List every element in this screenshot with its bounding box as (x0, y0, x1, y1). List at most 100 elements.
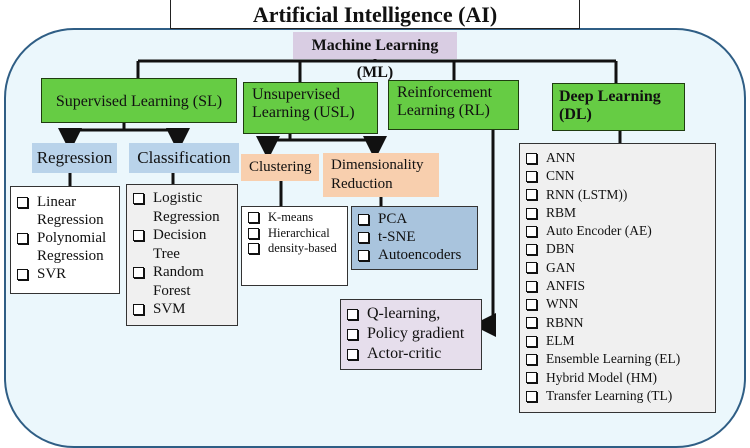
checkbox-bullet-icon (526, 225, 537, 237)
list-item: density-based (246, 241, 343, 257)
unsupervised-label-line1: Unsupervised (252, 86, 340, 103)
list-item: ELM (524, 332, 711, 350)
checkbox-bullet-icon (347, 308, 358, 320)
dimensionality-list-box: PCA t-SNE Autoencoders (351, 206, 478, 270)
list-item: Polynomial Regression (15, 229, 115, 265)
list-item-label: RNN (LSTM)) (546, 186, 628, 202)
deep-learning-label-line1: Deep Learning (559, 88, 661, 105)
list-item-label: Auto Encoder (AE) (546, 223, 652, 239)
list-item: WNN (524, 295, 711, 313)
list-item-label: Autoencoders (378, 247, 462, 263)
list-item: Auto Encoder (AE) (524, 222, 711, 240)
list-item-label: RBM (546, 204, 577, 220)
list-item: Random Forest (131, 263, 233, 300)
checkbox-bullet-icon (526, 299, 537, 311)
checkbox-bullet-icon (248, 227, 259, 239)
list-item-label: ANFIS (546, 278, 586, 294)
deep-learning-list-box: ANN CNN RNN (LSTM)) RBM Auto Encoder (AE) DBN… (519, 143, 716, 413)
checkbox-bullet-icon (248, 243, 259, 255)
list-item: RBM (524, 204, 711, 222)
list-item: ANFIS (524, 277, 711, 295)
list-item-label: Actor-critic (367, 345, 442, 362)
list-item-label: density-based (268, 241, 337, 255)
list-item: Q-learning, (345, 304, 477, 324)
checkbox-bullet-icon (358, 231, 369, 243)
checkbox-bullet-icon (526, 262, 537, 274)
list-item-label: SVM (153, 301, 186, 317)
classification-label: Classification (129, 143, 239, 173)
checkbox-bullet-icon (526, 170, 537, 182)
list-item-label: ANN (546, 150, 576, 165)
list-item: Policy gradient (345, 324, 477, 344)
clustering-label: Clustering (241, 154, 319, 181)
list-item: Hierarchical (246, 226, 343, 242)
list-item-label: Q-learning, (367, 305, 441, 322)
list-item: GAN (524, 259, 711, 277)
list-item-label: ELM (546, 332, 575, 348)
deep-learning-list: ANN CNN RNN (LSTM)) RBM Auto Encoder (AE) DBN… (524, 149, 711, 405)
deep-learning-label-line2: (DL) (559, 106, 592, 123)
list-item: SVR (15, 265, 115, 283)
list-item: RBNN (524, 314, 711, 332)
list-item-label: Transfer Learning (TL) (546, 387, 673, 403)
list-item-label: SVR (37, 266, 67, 282)
regression-label: Regression (32, 143, 117, 173)
checkbox-bullet-icon (526, 372, 537, 384)
list-item: DBN (524, 240, 711, 258)
connector-lines (58, 59, 622, 337)
checkbox-bullet-icon (248, 212, 259, 224)
checkbox-bullet-icon (526, 152, 537, 164)
list-item: Decision Tree (131, 226, 233, 263)
dimensionality-reduction-label: Dimensionality Reduction (323, 153, 439, 197)
list-item: SVM (131, 300, 233, 319)
list-item-label: K-means (268, 210, 314, 224)
list-item-label: Hierarchical (268, 225, 330, 240)
list-item-label: Polynomial Regression (37, 230, 107, 264)
list-item-label: Random Forest (153, 264, 204, 299)
checkbox-bullet-icon (526, 280, 537, 292)
list-item-label: CNN (546, 168, 575, 184)
list-item: Ensemble Learning (EL) (524, 350, 711, 368)
reinforcement-label-line1: Reinforcement (397, 84, 493, 101)
checkbox-bullet-icon (133, 229, 144, 241)
list-item-label: WNN (546, 296, 579, 312)
checkbox-bullet-icon (526, 390, 537, 402)
list-item-label: Logistic Regression (153, 190, 220, 225)
checkbox-bullet-icon (347, 328, 358, 340)
checkbox-bullet-icon (347, 348, 358, 360)
list-item: Transfer Learning (TL) (524, 387, 711, 405)
list-item: Logistic Regression (131, 189, 233, 226)
checkbox-bullet-icon (17, 268, 28, 280)
list-item-label: GAN (546, 259, 576, 275)
checkbox-bullet-icon (526, 189, 537, 201)
checkbox-bullet-icon (526, 207, 537, 219)
supervised-learning-label: Supervised Learning (SL) (55, 93, 223, 110)
checkbox-bullet-icon (526, 244, 537, 256)
dimensionality-label-line2: Reduction (331, 176, 393, 192)
checkbox-bullet-icon (358, 249, 369, 261)
dimensionality-list: PCA t-SNE Autoencoders (356, 210, 473, 264)
list-item-label: DBN (546, 241, 575, 257)
list-item: Actor-critic (345, 344, 477, 364)
checkbox-bullet-icon (17, 232, 28, 244)
ai-title: Artificial Intelligence (AI) (170, 0, 580, 29)
list-item: K-means (246, 210, 343, 226)
list-item: PCA (356, 210, 473, 228)
checkbox-bullet-icon (526, 335, 537, 347)
checkbox-bullet-icon (526, 353, 537, 365)
list-item: CNN (524, 167, 711, 185)
list-item-label: Decision Tree (153, 227, 207, 262)
list-item-label: RBNN (546, 314, 584, 330)
list-item-label: PCA (378, 211, 408, 227)
list-item: RNN (LSTM)) (524, 186, 711, 204)
list-item-label: t-SNE (378, 229, 416, 245)
list-item: ANN (524, 149, 711, 167)
checkbox-bullet-icon (17, 196, 28, 208)
unsupervised-label-line2: Learning (USL) (252, 104, 355, 121)
checkbox-bullet-icon (133, 192, 144, 204)
list-item: t-SNE (356, 228, 473, 246)
